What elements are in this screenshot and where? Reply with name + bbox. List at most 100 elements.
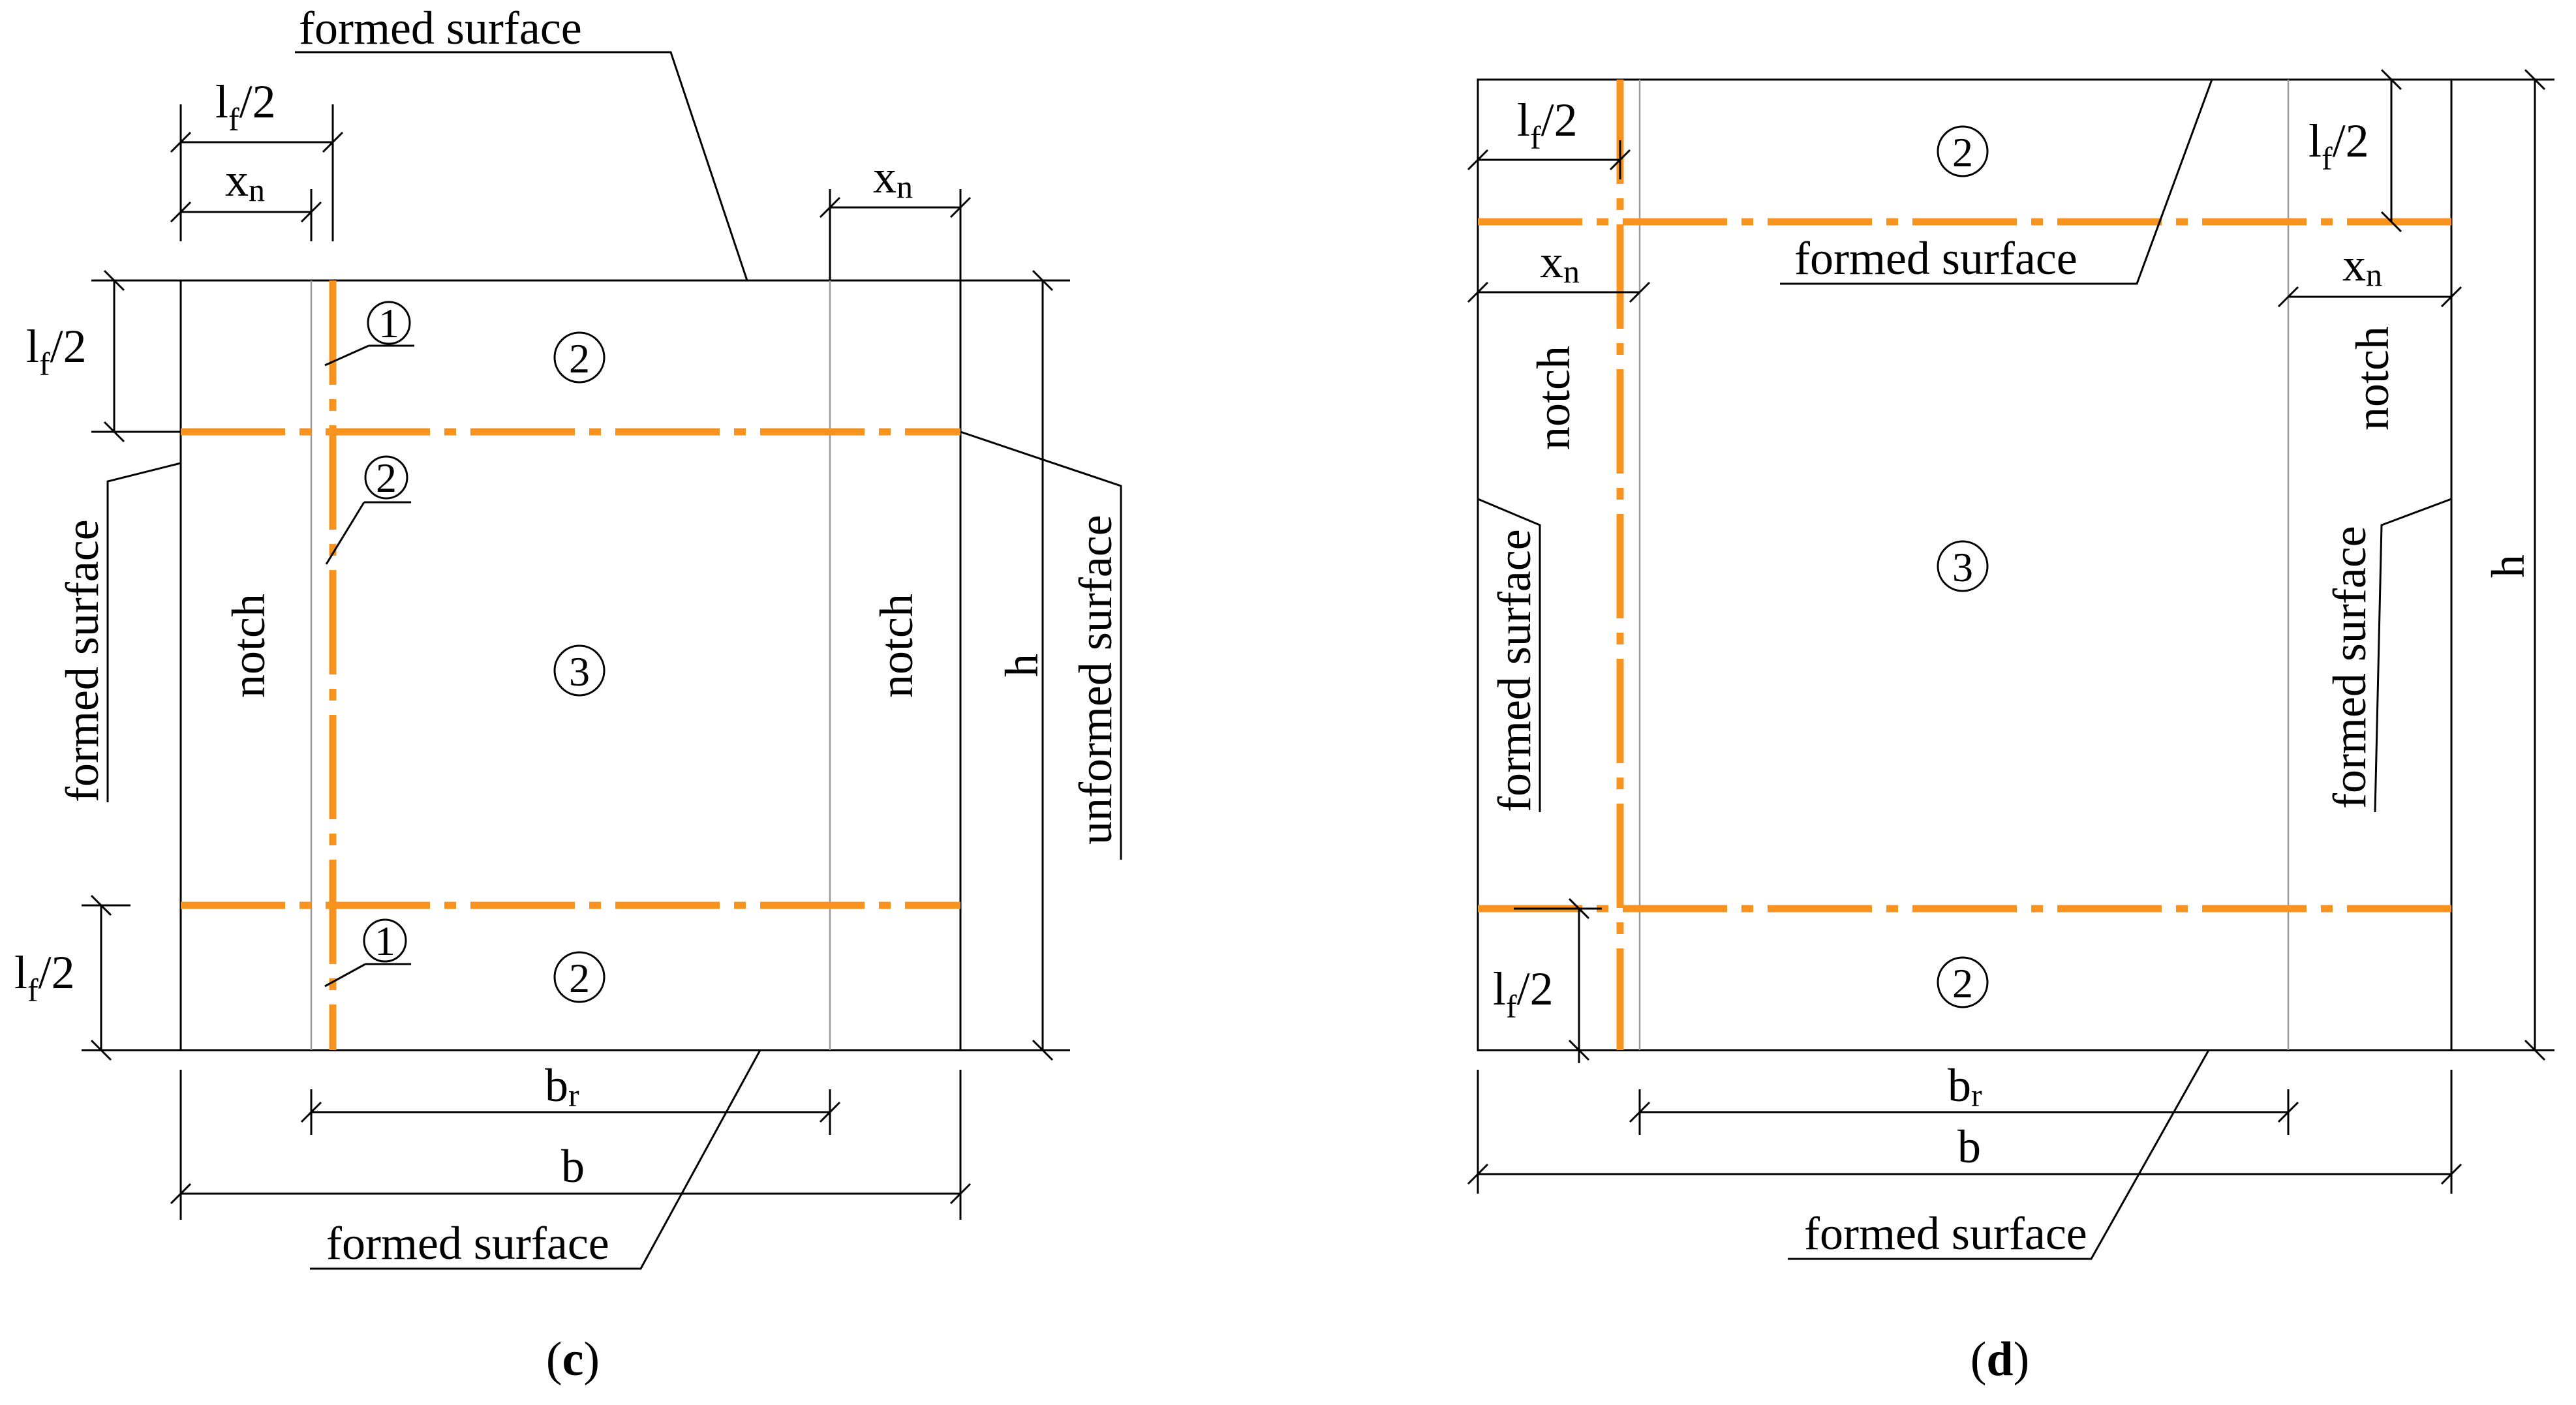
panel-c-zone-1-top-label: 1	[378, 300, 399, 346]
panel-d-zone-2-bottom: 2	[1937, 956, 1989, 1008]
panel-c-dim-lf2-top-main: l	[215, 76, 228, 128]
panel-c-dim-h: h	[960, 269, 1070, 1061]
svg-text:lf/2: lf/2	[26, 320, 87, 382]
panel-d-dim-lf2-top-left: lf/2	[1467, 94, 1631, 179]
svg-text:br: br	[545, 1059, 579, 1113]
svg-text:lf/2: lf/2	[2308, 115, 2369, 177]
panel-d: 2 3 2 lf/2 xn	[1467, 68, 2554, 1386]
panel-d-dim-br: br	[1629, 1059, 2299, 1135]
panel-c-caption-letter: c	[562, 1333, 584, 1386]
panel-c-label-notch-left: notch	[222, 594, 275, 698]
panel-d-dim-lf2-bottom-left-tail: /2	[1517, 963, 1554, 1015]
panel-d-zone-2-top: 2	[1937, 125, 1989, 177]
panel-c-zone-2-bottom: 2	[553, 951, 606, 1003]
svg-text:br: br	[1948, 1059, 1982, 1113]
panel-c: 1 2 2 3 1 2	[14, 2, 1122, 1386]
panel-d-dim-h-label: h	[2482, 554, 2534, 578]
panel-c-leader-formed-top	[295, 51, 748, 281]
panel-d-leader-formed-left	[1477, 498, 1541, 812]
panel-d-dim-lf2-bottom-left: lf/2	[1493, 898, 1602, 1063]
panel-c-dim-lf2-left-top-tail: /2	[50, 320, 87, 372]
panel-d-label-formed-right: formed surface	[2323, 526, 2376, 809]
svg-text:lf/2: lf/2	[14, 946, 75, 1008]
panel-c-dim-br-sub: r	[568, 1077, 579, 1113]
panel-c-zone-2-top: 2	[553, 331, 606, 384]
panel-d-dim-lf2-bottom-left-sub: f	[1506, 988, 1517, 1025]
panel-c-dim-lf2-left-bottom: lf/2	[14, 894, 181, 1061]
panel-c-zone-1-top: 1	[324, 300, 414, 367]
panel-d-zone-3: 3	[1937, 540, 1989, 592]
panel-c-dim-lf2-left-top: lf/2	[26, 269, 181, 443]
panel-d-label-formed-bottom: formed surface	[1804, 1207, 2087, 1260]
panel-c-zone-2-mid: 2	[325, 455, 411, 565]
panel-d-label-formed-left: formed surface	[1488, 529, 1541, 812]
panel-c-dim-lf2-top: lf/2	[170, 76, 344, 241]
panel-c-leader-formed-left	[106, 462, 181, 802]
panel-c-dim-xn-left-main: x	[225, 154, 249, 206]
panel-c-zone-3: 3	[553, 644, 606, 697]
panel-c-section-outline	[179, 279, 962, 1051]
panel-c-dim-br: br	[300, 1059, 841, 1135]
panel-c-dim-xn-left: xn	[170, 154, 322, 241]
panel-c-dim-br-main: b	[545, 1059, 568, 1111]
panel-c-zone-2-bottom-label: 2	[569, 955, 590, 1001]
panel-d-dim-b: b	[1467, 1070, 2462, 1194]
panel-d-leader-formed-bottom	[1788, 1050, 2210, 1260]
panel-c-dim-xn-right: xn	[819, 151, 972, 280]
panel-c-dim-xn-right-main: x	[873, 151, 897, 203]
svg-text:xn: xn	[873, 151, 913, 205]
panel-c-label-formed-bottom: formed surface	[326, 1217, 609, 1269]
panel-d-zone-2-top-label: 2	[1952, 129, 1973, 175]
svg-text:xn: xn	[1540, 235, 1580, 290]
panel-c-leader-unformed-right	[960, 431, 1122, 860]
panel-c-dim-xn-right-sub: n	[897, 168, 913, 205]
panel-d-dim-br-sub: r	[1971, 1077, 1982, 1113]
panel-c-label-unformed-right: unformed surface	[1069, 515, 1122, 845]
panel-c-dim-b: b	[170, 1070, 972, 1220]
panel-c-zone-3-label: 3	[569, 648, 590, 695]
panel-d-dim-lf2-top-right-sub: f	[2322, 140, 2333, 177]
panel-d-dim-xn-left: xn	[1467, 235, 1651, 303]
panel-d-dim-lf2-top-left-sub: f	[1530, 119, 1541, 156]
panel-d-dim-xn-left-sub: n	[1563, 253, 1580, 290]
panel-c-zone-1-bottom-label: 1	[375, 918, 395, 964]
panel-c-zone-1-bottom: 1	[324, 918, 411, 988]
panel-d-dim-lf2-bottom-left-main: l	[1493, 963, 1506, 1015]
panel-c-label-formed-top: formed surface	[299, 2, 582, 54]
panel-c-label-notch-right: notch	[870, 594, 923, 698]
panel-d-dim-lf2-top-left-tail: /2	[1541, 94, 1578, 146]
panel-d-dim-lf2-top-right-tail: /2	[2333, 115, 2369, 167]
panel-c-label-formed-left: formed surface	[56, 519, 108, 802]
svg-text:lf/2: lf/2	[1517, 94, 1578, 156]
panel-c-zone-2-mid-label: 2	[376, 455, 397, 501]
panel-c-dim-lf2-left-top-sub: f	[39, 346, 50, 382]
panel-c-dim-lf2-top-sub: f	[228, 101, 239, 138]
panel-c-dim-xn-left-sub: n	[249, 172, 265, 208]
panel-c-dim-b-label: b	[561, 1140, 585, 1192]
panel-c-dim-lf2-top-tail: /2	[239, 76, 276, 128]
panel-d-caption: (d)	[1970, 1333, 2029, 1386]
panel-d-dim-xn-left-main: x	[1540, 235, 1563, 288]
panel-d-dim-lf2-top-right-main: l	[2308, 115, 2322, 167]
panel-c-zone-2-top-label: 2	[569, 335, 590, 382]
panel-d-leader-formed-top	[1780, 79, 2213, 285]
panel-c-dim-lf2-left-bottom-main: l	[14, 946, 27, 999]
panel-d-zone-3-label: 3	[1952, 544, 1973, 590]
panel-d-dim-xn-right-sub: n	[2366, 256, 2382, 293]
panel-c-leader-formed-bottom	[310, 1050, 761, 1270]
svg-text:lf/2: lf/2	[215, 76, 276, 138]
panel-d-dim-br-main: b	[1948, 1059, 1971, 1111]
panel-c-dim-lf2-left-top-main: l	[26, 320, 39, 372]
panel-c-dim-lf2-left-bottom-sub: f	[27, 972, 38, 1008]
panel-d-label-notch-right: notch	[2346, 326, 2399, 431]
panel-d-leader-formed-right	[2374, 498, 2452, 813]
panel-d-section-outline	[1477, 78, 2453, 1051]
panel-d-zone-2-bottom-label: 2	[1952, 960, 1973, 1006]
panel-d-dim-xn-right: xn	[2277, 239, 2462, 308]
panel-d-dim-lf2-top-left-main: l	[1517, 94, 1530, 146]
panel-d-label-notch-left: notch	[1527, 346, 1580, 450]
panel-d-dim-h: h	[2451, 68, 2554, 1061]
svg-text:lf/2: lf/2	[1493, 963, 1554, 1025]
panel-d-dim-xn-right-main: x	[2342, 239, 2366, 291]
